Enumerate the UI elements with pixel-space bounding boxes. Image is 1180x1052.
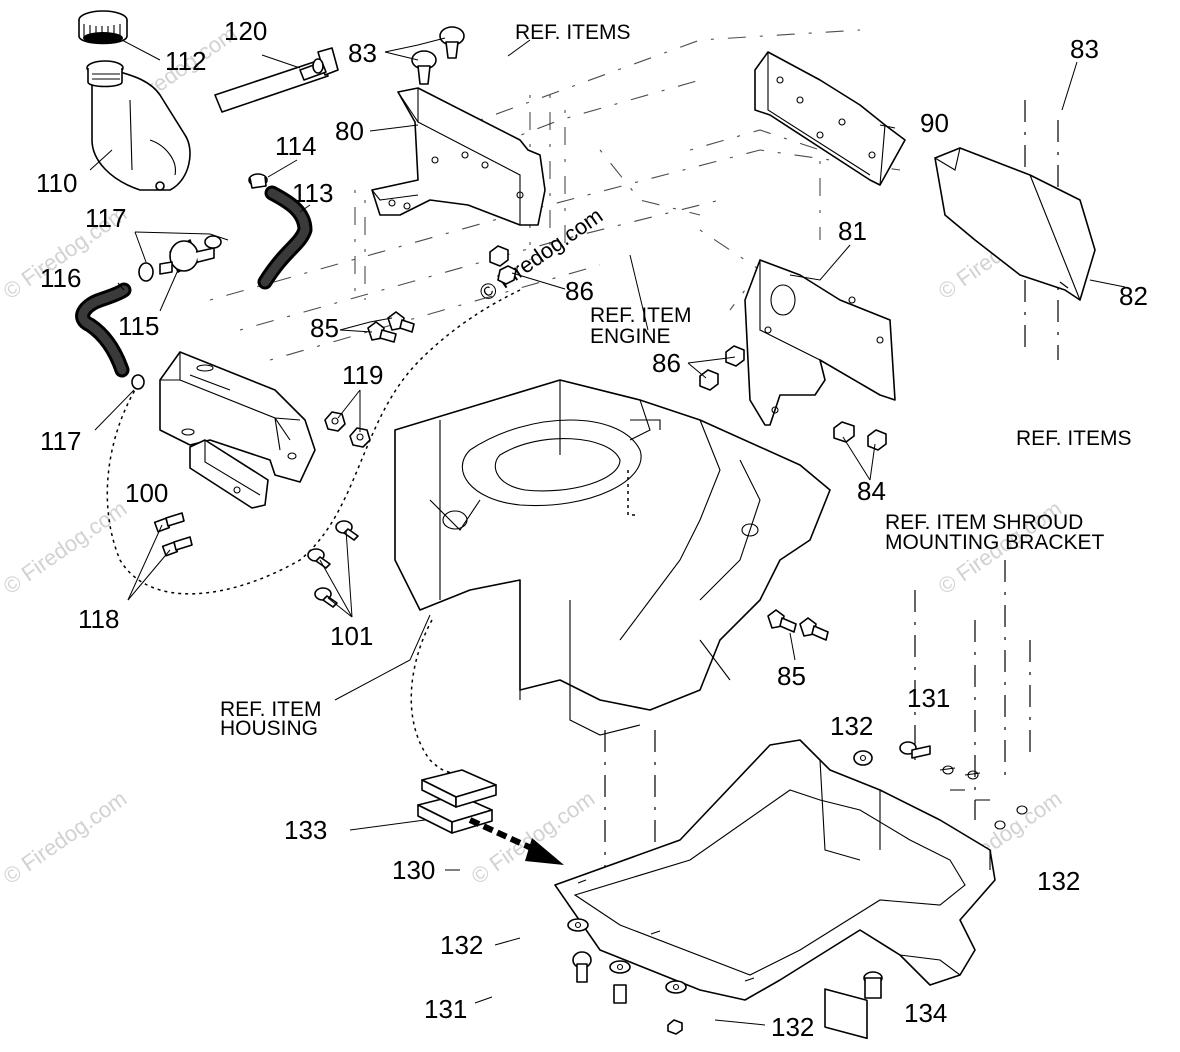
screw-101-a <box>335 520 359 541</box>
callout-130: 130 <box>392 855 435 885</box>
washer-132-a <box>853 750 873 766</box>
watermark: © Firedog.com <box>0 786 131 889</box>
callout-80: 80 <box>335 116 364 146</box>
screw-101-c <box>314 587 338 608</box>
callout-114: 114 <box>275 131 316 161</box>
callout-83-right: 83 <box>1070 34 1099 64</box>
nut-132-e <box>667 1019 683 1035</box>
callout-84: 84 <box>857 476 886 506</box>
bolt-set-132-right <box>939 765 1028 830</box>
nut-86-a <box>489 245 517 285</box>
ref-shroud-line2: MOUNTING BRACKET <box>885 531 1105 554</box>
ref-items-top: REF. ITEMS <box>515 21 631 44</box>
callout-101: 101 <box>330 621 373 651</box>
washer-132-d <box>665 980 687 994</box>
bolt-131-b <box>572 951 592 983</box>
callout-116: 116 <box>40 263 81 293</box>
callout-134: 134 <box>904 998 947 1028</box>
watermark: © Firedog.com <box>0 496 131 599</box>
fuel-tank-110 <box>86 60 191 191</box>
callout-81: 81 <box>838 216 867 246</box>
pad-133 <box>417 769 497 834</box>
callout-117-bottom: 117 <box>40 426 81 456</box>
callout-131-top: 131 <box>907 683 950 713</box>
ref-item-engine-line2: ENGINE <box>590 325 671 348</box>
callout-132-top: 132 <box>830 711 873 741</box>
bolt-85-a <box>367 321 397 343</box>
callout-131-bottom: 131 <box>424 994 467 1024</box>
callout-119: 119 <box>342 360 383 390</box>
clamp-117-b <box>131 374 145 390</box>
nut-119-a <box>324 411 346 432</box>
heat-shield-100 <box>159 351 316 509</box>
callout-82: 82 <box>1119 281 1148 311</box>
watermark: © Firedog.com <box>467 786 600 889</box>
shroud-plate-82 <box>934 147 1096 301</box>
callout-90: 90 <box>920 108 949 138</box>
install-arrow <box>468 817 564 865</box>
washer-132-c <box>609 960 631 974</box>
ref-shroud-line1: REF. ITEM SHROUD <box>885 511 1083 534</box>
callout-labels: 112 120 83 83 110 114 113 117 116 115 11… <box>36 16 1148 1042</box>
bolt-85-d <box>799 617 829 641</box>
screw-101-b <box>307 548 331 569</box>
callout-86-top: 86 <box>565 276 594 306</box>
clamp-114 <box>248 173 268 189</box>
bracket-81 <box>744 259 896 426</box>
ref-item-engine-line1: REF. ITEM <box>590 304 692 327</box>
bolt-118-a <box>153 512 185 533</box>
callout-83-top: 83 <box>348 38 377 68</box>
bracket-90 <box>754 51 906 186</box>
lower-shroud-130 <box>554 739 996 1040</box>
bolt-85-c <box>767 609 797 633</box>
callout-120: 120 <box>224 16 267 46</box>
plug-134 <box>863 971 883 999</box>
hose-116 <box>75 282 132 378</box>
bracket-80 <box>371 87 546 226</box>
housing-ref-item <box>394 379 831 736</box>
callout-115: 115 <box>118 311 159 341</box>
callout-100: 100 <box>125 478 168 508</box>
shutoff-valve-115 <box>159 235 222 275</box>
callout-112: 112 <box>165 46 206 76</box>
callout-85-top: 85 <box>310 313 339 343</box>
callout-85-bottom: 85 <box>777 661 806 691</box>
bolt-131-a <box>899 741 931 759</box>
bolt-85-b <box>387 311 415 333</box>
carriage-bolt-83-a <box>439 26 465 59</box>
clamp-117-a <box>138 262 154 282</box>
bolt-118-b <box>161 536 193 557</box>
callout-132-bottom: 132 <box>771 1012 814 1042</box>
callout-118: 118 <box>78 604 119 634</box>
bolt-131-c <box>613 984 627 1004</box>
leader-lines <box>89 37 1126 1026</box>
strap-120 <box>214 47 339 113</box>
ref-items-right: REF. ITEMS <box>1016 427 1132 450</box>
ref-housing-line1: REF. ITEM <box>220 698 322 721</box>
nut-86-b <box>699 345 745 391</box>
washer-132-b <box>567 918 589 932</box>
callout-86-middle: 86 <box>652 348 681 378</box>
nut-119-b <box>349 427 371 448</box>
reference-notes: REF. ITEMS REF. ITEM ENGINE REF. ITEMS R… <box>220 21 1132 740</box>
hose-113 <box>257 185 313 290</box>
carriage-bolt-83-b <box>411 50 437 85</box>
callout-132-left: 132 <box>440 930 483 960</box>
ref-housing-line2: HOUSING <box>220 717 318 740</box>
nut-84 <box>833 421 887 451</box>
callout-110: 110 <box>36 168 77 198</box>
callout-117-top: 117 <box>85 203 126 233</box>
callout-113: 113 <box>292 178 333 208</box>
callout-132-right: 132 <box>1037 866 1080 896</box>
callout-133: 133 <box>284 815 327 845</box>
filler-cap-112 <box>78 10 128 45</box>
